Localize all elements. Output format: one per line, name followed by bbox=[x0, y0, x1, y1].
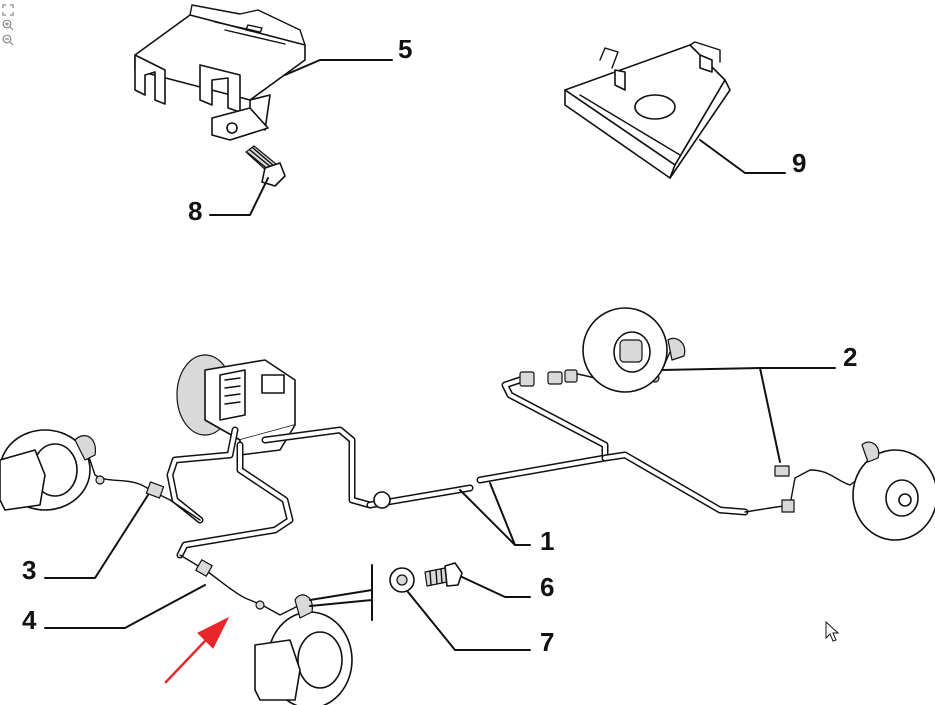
callout-7[interactable]: 7 bbox=[540, 627, 554, 657]
brake-pipe-assembly[interactable] bbox=[166, 369, 749, 559]
callout-3[interactable]: 3 bbox=[22, 555, 36, 585]
mounting-bracket[interactable] bbox=[134, 4, 306, 141]
callout-9[interactable]: 9 bbox=[792, 148, 806, 178]
rear-right-brake-drum[interactable] bbox=[852, 441, 935, 541]
front-right-brake-disc[interactable] bbox=[0, 429, 97, 511]
washer[interactable] bbox=[389, 567, 415, 593]
zoom-in-icon[interactable] bbox=[2, 19, 14, 31]
rear-left-brake-drum[interactable] bbox=[582, 307, 686, 393]
mouse-cursor-icon bbox=[825, 620, 840, 642]
callout-6[interactable]: 6 bbox=[540, 572, 554, 602]
zoom-toolbar bbox=[2, 4, 16, 49]
callout-1[interactable]: 1 bbox=[540, 526, 554, 556]
callout-2[interactable]: 2 bbox=[843, 342, 857, 372]
bolt[interactable] bbox=[424, 562, 463, 587]
front-left-sensor-cable[interactable] bbox=[179, 554, 301, 616]
front-right-sensor-cable[interactable] bbox=[84, 444, 201, 521]
zoom-out-icon[interactable] bbox=[2, 34, 14, 46]
front-left-brake-disc[interactable] bbox=[254, 594, 353, 705]
callout-4[interactable]: 4 bbox=[22, 605, 37, 635]
fit-page-icon[interactable] bbox=[2, 4, 14, 16]
red-pointer-arrow bbox=[164, 616, 230, 684]
support-plate[interactable] bbox=[564, 41, 731, 179]
callout-labels: 1 2 3 4 5 6 7 8 9 bbox=[22, 34, 857, 657]
callout-5[interactable]: 5 bbox=[398, 34, 412, 64]
screw[interactable] bbox=[245, 145, 286, 187]
callout-8[interactable]: 8 bbox=[188, 196, 202, 226]
leader-lines bbox=[44, 59, 836, 651]
